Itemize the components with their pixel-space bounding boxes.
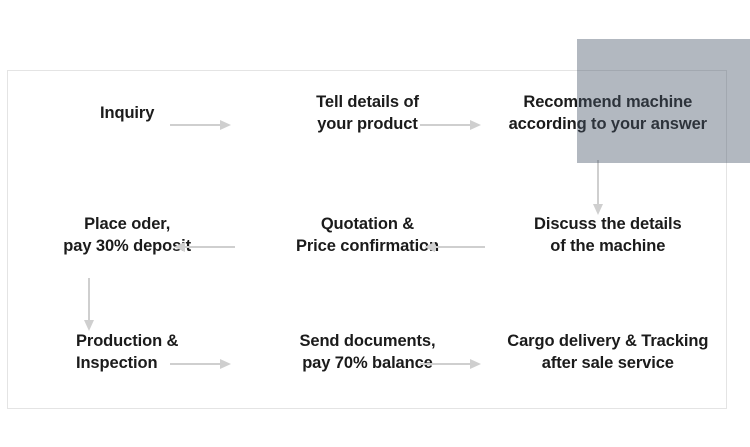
flow-step-label: Inquiry xyxy=(100,103,155,122)
flow-step-label: Tell details of your product xyxy=(316,92,419,133)
flow-step-place-order[interactable]: Place oder, pay 30% deposit xyxy=(7,183,247,296)
flow-step-tell-details[interactable]: Tell details of your product xyxy=(247,70,487,183)
flow-step-label: Production & Inspection xyxy=(75,332,179,373)
flowchart-grid: Inquiry Tell details of your product Rec… xyxy=(7,70,728,410)
flow-step-send-documents[interactable]: Send documents, pay 70% balance xyxy=(247,297,487,410)
flow-step-discuss-details[interactable]: Discuss the details of the machine xyxy=(488,183,728,296)
flow-step-label: Send documents, pay 70% balance xyxy=(299,332,436,373)
flow-step-label: Quotation & Price confirmation xyxy=(295,215,440,255)
flow-step-inquiry[interactable]: Inquiry xyxy=(7,70,247,183)
flow-step-label: Recommend machine according to your answ… xyxy=(508,92,708,133)
flow-step-label: Place oder, pay 30% deposit xyxy=(63,215,192,255)
flow-step-label: Discuss the details of the machine xyxy=(534,215,682,255)
selection-overlay xyxy=(577,39,750,163)
flow-step-label: Cargo delivery & Tracking after sale ser… xyxy=(507,332,709,373)
flow-step-cargo-delivery[interactable]: Cargo delivery & Tracking after sale ser… xyxy=(488,297,728,410)
flow-step-recommend-machine[interactable]: Recommend machine according to your answ… xyxy=(488,70,728,183)
flow-step-production-inspection[interactable]: Production & Inspection xyxy=(7,297,247,410)
flow-step-quotation[interactable]: Quotation & Price confirmation xyxy=(247,183,487,296)
flowchart-panel xyxy=(7,70,727,409)
